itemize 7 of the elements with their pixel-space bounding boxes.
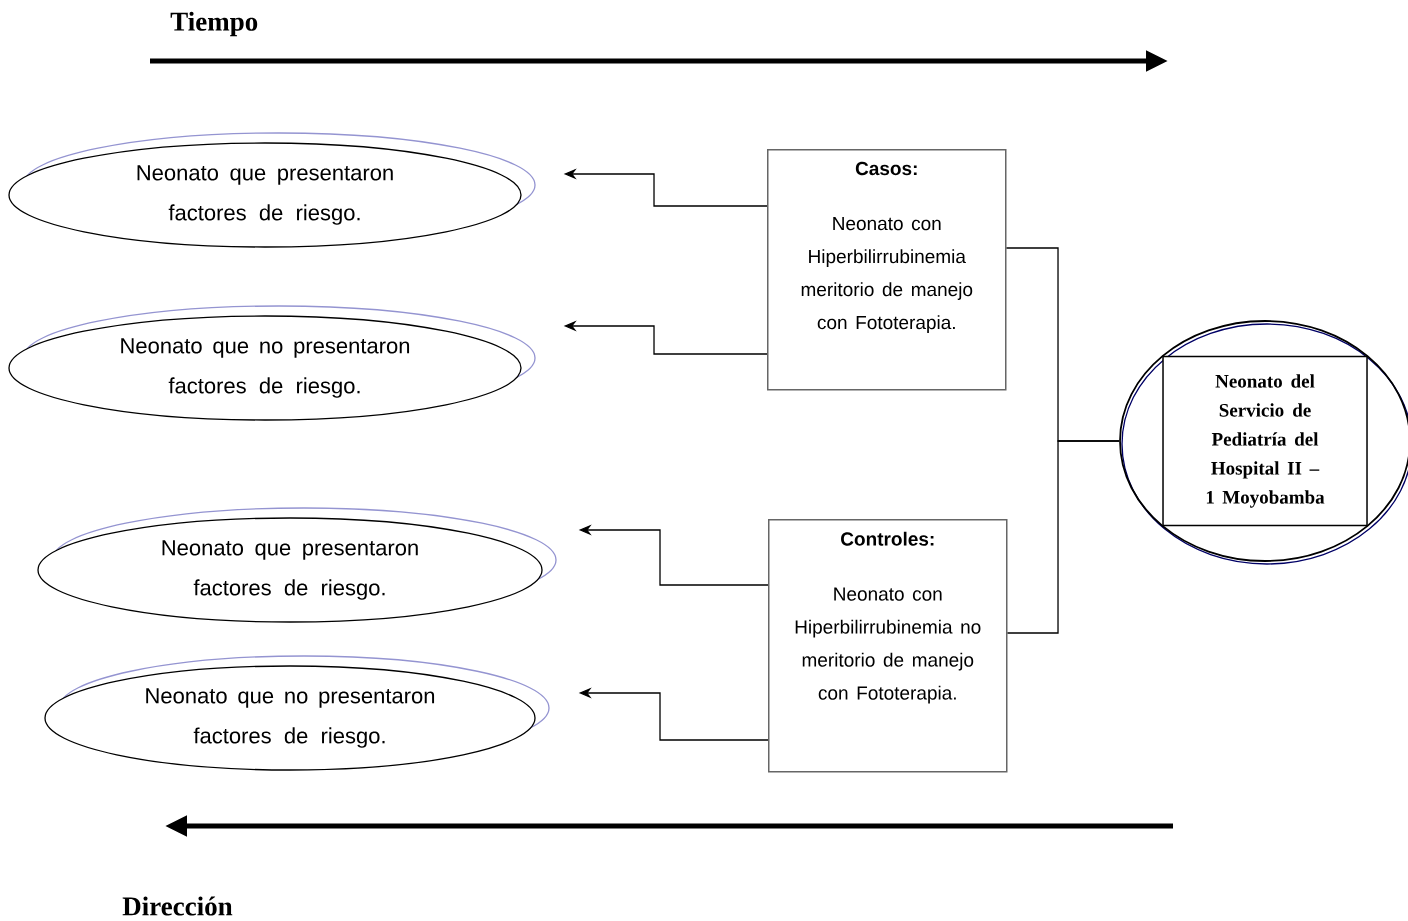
axis-label: Tiempo [170, 11, 258, 37]
text-box: Casos: Neonato con Hiperbilirrubinemia meritorio de manejo con Fototerapia. [767, 149, 1007, 391]
text-box: Controles: Neonato con Hiperbilirrubinemia no meritorio de manejo con Fototerapia. [768, 519, 1008, 773]
ellipse [1119, 320, 1408, 565]
text-box: Neonato del Servicio de Pediatría del Hospital II – 1 Moyobamba [1162, 355, 1368, 527]
axis-label: Dirección [122, 896, 233, 916]
connector [1006, 440, 1120, 634]
